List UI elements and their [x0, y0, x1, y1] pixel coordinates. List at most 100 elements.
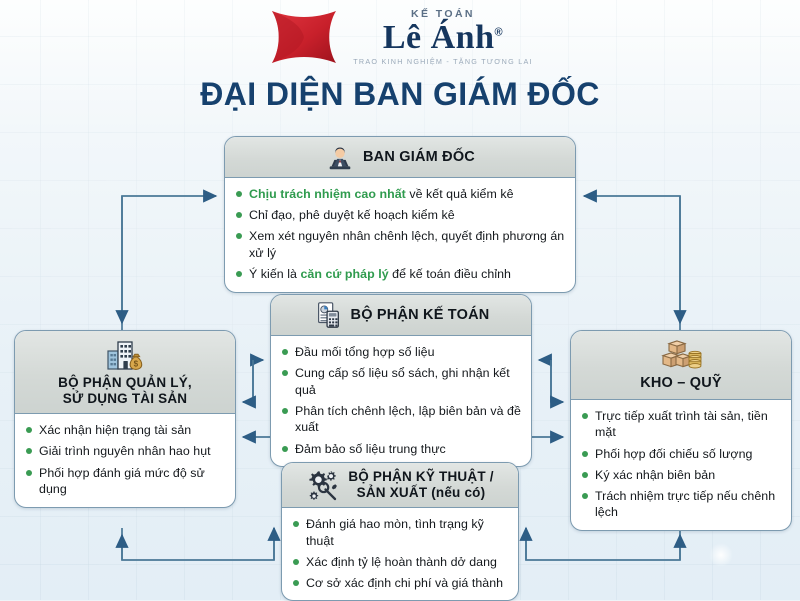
bullet-dot-icon	[582, 471, 588, 478]
node-asset-body: Xác nhận hiện trạng tài sản Giải trình n…	[15, 414, 235, 506]
bullet-text: Phối hợp đối chiếu số lượng	[595, 446, 753, 461]
svg-text:$: $	[134, 360, 139, 369]
bullet-text: Chỉ đạo, phê duyệt kế hoạch kiểm kê	[249, 208, 455, 223]
brand-logo: KẾ TOÁN Lê Ánh® TRAO KINH NGHIỆM - TẶNG …	[0, 2, 800, 72]
node-store-body: Trực tiếp xuất trình tài sản, tiền mặt P…	[571, 400, 791, 530]
wire-accounting-to-asset	[241, 360, 256, 409]
bullet-text: Phân tích chênh lệch, lập biên bản và đề…	[295, 403, 521, 435]
list-item: Phân tích chênh lệch, lập biên bản và đề…	[282, 403, 521, 436]
node-store-header: KHO – QUỸ	[571, 331, 791, 400]
node-board-header: BAN GIÁM ĐỐC	[225, 137, 575, 178]
bullet-dot-icon	[26, 448, 32, 455]
list-item: Đảm bảo số liệu trung thực	[282, 441, 521, 458]
executive-person-icon	[329, 147, 351, 170]
node-technical-body: Đánh giá hao mòn, tình trạng kỹ thuật Xá…	[282, 508, 518, 600]
node-accounting-department[interactable]: BỘ PHẬN KẾ TOÁN Đầu mối tổng hợp số liệu…	[270, 294, 532, 468]
bullet-dot-icon	[582, 450, 588, 457]
bullet-text: Đánh giá hao mòn, tình trạng kỹ thuật	[306, 517, 484, 548]
bullet-dot-icon	[236, 212, 242, 219]
list-item: Trực tiếp xuất trình tài sản, tiền mặt	[582, 408, 781, 441]
le-anh-bowtie-logo-icon	[272, 11, 337, 63]
bullet-prefix: Ý kiến là	[249, 266, 301, 281]
bullet-rest: để kế toán điều chỉnh	[388, 266, 512, 281]
list-item: Đánh giá hao mòn, tình trạng kỹ thuật	[293, 516, 508, 549]
node-board-of-directors[interactable]: BAN GIÁM ĐỐC Chịu trách nhiệm cao nhất v…	[224, 136, 576, 293]
bullet-text: Đầu mối tổng hợp số liệu	[295, 345, 435, 359]
list-item: Xác nhận hiện trạng tài sản	[26, 422, 225, 439]
brand-kicker: KẾ TOÁN	[411, 7, 475, 20]
wire-asset-to-board	[121, 189, 218, 330]
bullet-dot-icon	[582, 412, 588, 419]
wire-store-to-board	[582, 189, 681, 330]
bullet-dot-icon	[293, 579, 299, 586]
bullet-text: Ý kiến là căn cứ pháp lý để kế toán điều…	[249, 266, 511, 283]
page-title: ĐẠI DIỆN BAN GIÁM ĐỐC	[200, 76, 600, 112]
list-item: Chỉ đạo, phê duyệt kế hoạch kiểm kê	[236, 207, 565, 224]
list-item: Phối hợp đối chiếu số lượng	[582, 446, 781, 463]
brand-wordmark: KẾ TOÁN Lê Ánh® TRAO KINH NGHIỆM - TẶNG …	[353, 9, 532, 66]
node-asset-title: BỘ PHẬN QUẢN LÝ, SỬ DỤNG TÀI SẢN	[58, 375, 192, 406]
wire-store-to-accounting	[537, 353, 552, 402]
bullet-text: Ký xác nhận biên bản	[595, 467, 716, 482]
bullet-dot-icon	[582, 492, 588, 499]
bullet-dot-icon	[282, 370, 288, 377]
node-accounting-body: Đầu mối tổng hợp số liệu Cung cấp số liệ…	[271, 336, 531, 466]
list-item: Ký xác nhận biên bản	[582, 467, 781, 484]
node-store-title: KHO – QUỸ	[640, 375, 722, 391]
wire-asset-to-accounting	[250, 353, 265, 402]
bullet-text: Phối hợp đánh giá mức độ sử dụng	[39, 465, 205, 497]
buildings-money-icon: $	[107, 341, 143, 370]
bullet-text: Xác nhận hiện trạng tài sản	[39, 423, 192, 438]
list-item: Đầu mối tổng hợp số liệu	[282, 344, 521, 361]
brand-registered-mark: ®	[494, 26, 504, 39]
bullet-text: Chịu trách nhiệm cao nhất về kết quả kiể…	[249, 186, 514, 203]
bullet-text: Cơ sở xác định chi phí và giá thành	[306, 575, 504, 590]
bullet-dot-icon	[282, 407, 288, 414]
bullet-dot-icon	[236, 233, 242, 240]
bullet-text: Xem xét nguyên nhân chênh lệch, quyết đị…	[249, 229, 565, 260]
bullet-text: Giải trình nguyên nhân hao hụt	[39, 444, 211, 459]
bullet-highlight: căn cứ pháp lý	[300, 266, 389, 281]
bullet-dot-icon	[26, 469, 32, 476]
node-board-body: Chịu trách nhiệm cao nhất về kết quả kiể…	[225, 178, 575, 292]
node-technical-header: BỘ PHẬN KỸ THUẬT / SẢN XUẤT (nếu có)	[282, 463, 518, 508]
node-asset-management-department[interactable]: $ BỘ PHẬN QUẢN LÝ, SỬ DỤNG TÀI SẢN Xác n…	[14, 330, 236, 508]
list-item: Giải trình nguyên nhân hao hụt	[26, 443, 225, 460]
node-technical-title: BỘ PHẬN KỸ THUẬT / SẢN XUẤT (nếu có)	[348, 469, 494, 500]
wire-accounting-to-store	[550, 360, 565, 409]
bullet-dot-icon	[282, 349, 288, 355]
list-item: Cơ sở xác định chi phí và giá thành	[293, 575, 508, 592]
bullet-dot-icon	[282, 445, 288, 452]
list-item: Xem xét nguyên nhân chênh lệch, quyết đị…	[236, 228, 565, 261]
node-warehouse-treasury[interactable]: KHO – QUỸ Trực tiếp xuất trình tài sản, …	[570, 330, 792, 531]
bullet-dot-icon	[236, 270, 242, 277]
bullet-text: Xác định tỷ lệ hoàn thành dở dang	[306, 554, 497, 569]
wire-loop-asset-technical	[121, 528, 275, 561]
bullet-highlight: Chịu trách nhiệm cao nhất	[249, 187, 406, 201]
list-item: Cung cấp số liệu sổ sách, ghi nhận kết q…	[282, 365, 521, 398]
brand-name-text: Lê Ánh	[382, 19, 495, 57]
node-accounting-title: BỘ PHẬN KẾ TOÁN	[350, 306, 490, 323]
list-item: Xác định tỷ lệ hoàn thành dở dang	[293, 554, 508, 571]
list-item: Phối hợp đánh giá mức độ sử dụng	[26, 465, 225, 498]
bullet-dot-icon	[26, 427, 32, 434]
node-board-title: BAN GIÁM ĐỐC	[363, 148, 475, 165]
node-technical-production-department[interactable]: BỘ PHẬN KỸ THUẬT / SẢN XUẤT (nếu có) Đán…	[281, 462, 519, 601]
bullet-text: Trách nhiệm trực tiếp nếu chênh lệch	[595, 488, 776, 520]
bullet-text: Đảm bảo số liệu trung thực	[295, 441, 446, 456]
bullet-dot-icon	[236, 191, 242, 197]
bullet-text: Trực tiếp xuất trình tài sản, tiền mặt	[595, 408, 768, 440]
list-item: Trách nhiệm trực tiếp nếu chênh lệch	[582, 488, 781, 521]
gear-wrench-icon	[309, 471, 338, 501]
list-item: Ý kiến là căn cứ pháp lý để kế toán điều…	[236, 266, 565, 283]
node-asset-header: $ BỘ PHẬN QUẢN LÝ, SỬ DỤNG TÀI SẢN	[15, 331, 235, 415]
wire-loop-store-technical	[525, 528, 681, 561]
brand-name: Lê Ánh®	[383, 21, 503, 55]
bullet-rest: về kết quả kiểm kê	[405, 187, 514, 201]
bullet-dot-icon	[293, 521, 299, 527]
list-item: Chịu trách nhiệm cao nhất về kết quả kiể…	[236, 186, 565, 203]
bullet-dot-icon	[293, 558, 299, 565]
brand-slogan: TRAO KINH NGHIỆM - TẶNG TƯƠNG LAI	[353, 57, 533, 67]
report-calculator-icon	[317, 302, 339, 328]
node-accounting-header: BỘ PHẬN KẾ TOÁN	[271, 295, 531, 336]
